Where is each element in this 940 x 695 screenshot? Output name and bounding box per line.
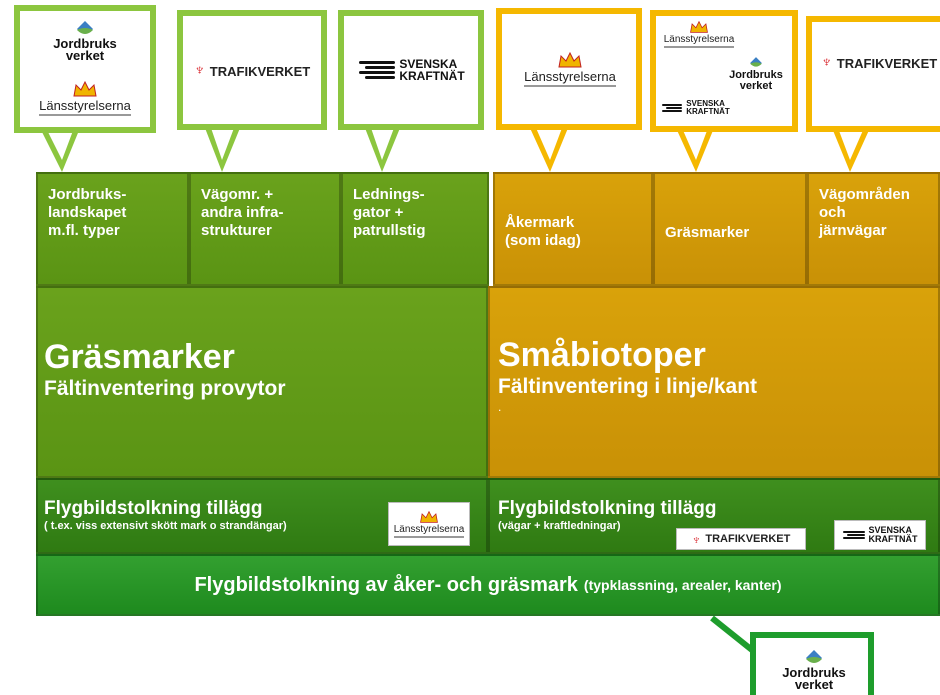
crown-icon — [420, 510, 438, 523]
jordbruksverket-line2: verket — [65, 48, 105, 63]
block-smabiotoper: Småbiotoper Fältinventering i linje/kant… — [488, 286, 940, 478]
jordbruksverket-line1: Jordbruks — [729, 69, 783, 81]
crown-icon — [558, 51, 582, 68]
crown-icon — [690, 20, 708, 33]
smabiotoper-title: Småbiotoper — [498, 336, 706, 374]
grasmarker-subtitle: Fältinventering provytor — [44, 377, 286, 400]
jordbruksverket-line2: verket — [794, 677, 834, 692]
svenska-kraftnat-line1: SVENSKA — [686, 99, 725, 108]
block-flyg-tillagg-right: Flygbildstolkning tillägg (vägar + kraft… — [488, 478, 940, 554]
svenska-kraftnat-line2: KRAFTNÄT — [399, 69, 465, 83]
lansstyrelserna-logo-4: Länsstyrelserna — [388, 502, 470, 546]
bottom-bar-sub: (typklassning, arealer, kanter) — [583, 577, 782, 593]
trafikverket-label: TRAFIKVERKET — [209, 63, 311, 79]
trafikverket-logo-2: ♆TRAFIKVERKET — [816, 48, 940, 78]
callout-trafikverket-2: ♆TRAFIKVERKET — [806, 16, 940, 132]
svenska-kraftnat-line2: KRAFTNÄT — [686, 107, 730, 116]
trafikverket-logo: ♆TRAFIKVERKET — [189, 56, 315, 86]
cell-vagomr-infrastrukturer: Vägomr. + andra infra- strukturer — [189, 172, 341, 286]
lansstyrelserna-label-4: Länsstyrelserna — [393, 524, 465, 538]
jordbruksverket-line2: verket — [739, 80, 773, 92]
svenska-kraftnat-icon — [662, 103, 683, 113]
trafikverket-label-3: TRAFIKVERKET — [705, 533, 791, 545]
cell-jordbrukslandskapet: Jordbruks- landskapet m.fl. typer — [36, 172, 189, 286]
cell-grasmarker-top: Gräsmarker — [653, 172, 807, 286]
flyg-tillagg-left-sub: ( t.ex. viss extensivt skött mark o stra… — [44, 520, 287, 532]
jordbruksverket-icon — [750, 57, 762, 67]
svenska-kraftnat-line1: SVENSKA — [399, 57, 458, 71]
flyg-tillagg-right-sub: (vägar + kraftledningar) — [498, 520, 621, 532]
lansstyrelserna-label-2: Länsstyrelserna — [524, 69, 616, 87]
lansstyrelserna-logo-3: Länsstyrelserna — [656, 16, 742, 52]
block-flyg-tillagg-left: Flygbildstolkning tillägg ( t.ex. viss e… — [36, 478, 488, 554]
smabiotoper-subtitle: Fältinventering i linje/kant — [498, 375, 758, 398]
trafikverket-icon: ♆ — [691, 531, 702, 547]
jordbruksverket-icon — [806, 650, 822, 663]
lansstyrelserna-label: Länsstyrelserna — [39, 98, 131, 116]
trafikverket-logo-3: ♆TRAFIKVERKET — [676, 528, 806, 550]
block-grasmarker: Gräsmarker Fältinventering provytor — [36, 286, 488, 478]
callout-trafikverket: ♆TRAFIKVERKET — [177, 10, 327, 130]
svenska-kraftnat-icon — [842, 530, 865, 540]
svenska-kraftnat-line1: SVENSKA — [868, 525, 913, 535]
crown-icon — [73, 80, 97, 97]
lansstyrelserna-label-3: Länsstyrelserna — [663, 34, 735, 48]
bottom-bar-main: Flygbildstolkning av åker- och gräsmark — [194, 573, 578, 596]
lansstyrelserna-logo: Länsstyrelserna — [30, 73, 140, 123]
trafikverket-label-2: TRAFIKVERKET — [836, 55, 938, 71]
jordbruksverket-icon — [77, 21, 93, 34]
svenska-kraftnat-icon — [359, 59, 396, 81]
cell-vagomraden-jarnvagar: Vägområden och järnvägar — [807, 172, 940, 286]
smabiotoper-dot: . — [498, 400, 502, 414]
svenska-kraftnat-line2: KRAFTNÄT — [868, 534, 918, 544]
jordbruksverket-line1: Jordbruks — [53, 36, 117, 51]
flyg-tillagg-right-title: Flygbildstolkning tillägg — [498, 498, 717, 519]
callout-lansstyrelserna: Länsstyrelserna — [496, 8, 642, 130]
cell-akermark: Åkermark (som idag) — [493, 172, 653, 286]
grasmarker-title: Gräsmarker — [44, 338, 235, 376]
bottom-bar: Flygbildstolkning av åker- och gräsmark … — [36, 554, 940, 616]
trafikverket-icon: ♆ — [820, 54, 833, 71]
flyg-tillagg-left-title: Flygbildstolkning tillägg — [44, 498, 263, 519]
trafikverket-icon: ♆ — [193, 62, 206, 79]
jordbruksverket-line1: Jordbruks — [782, 665, 846, 680]
lansstyrelserna-logo-2: Länsstyrelserna — [510, 44, 630, 94]
cell-ledningsgator: Lednings- gator + patrullstig — [341, 172, 489, 286]
